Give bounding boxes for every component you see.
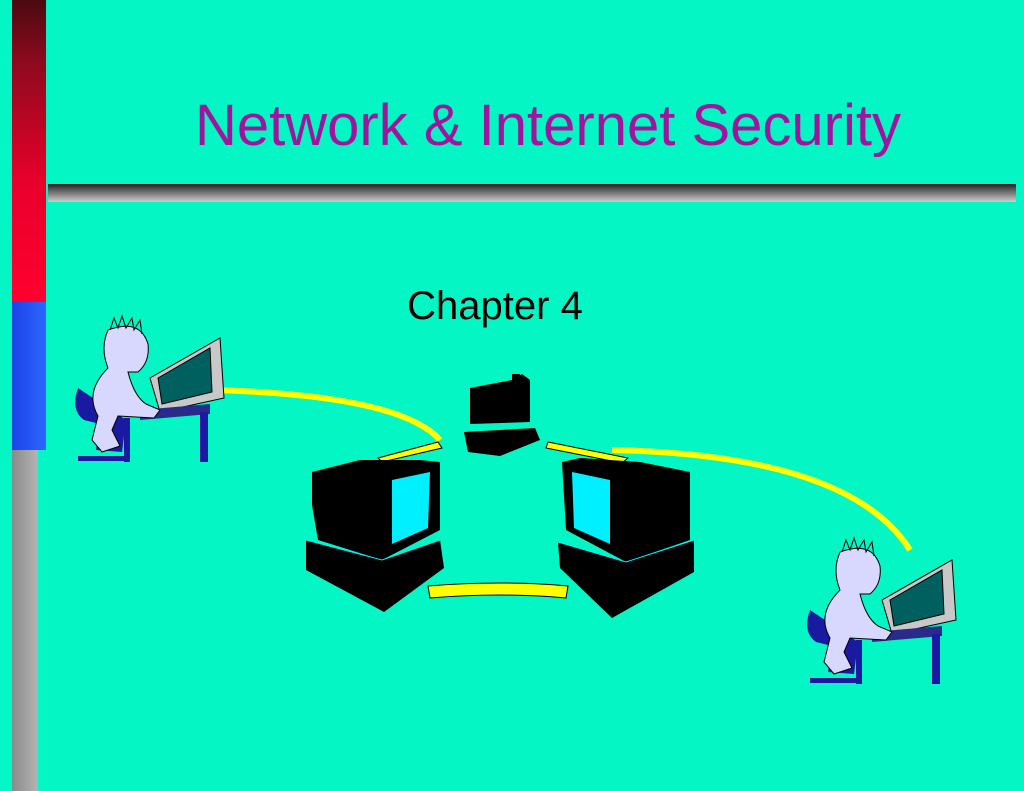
computer-icon [464,374,540,456]
computer-icon [305,460,444,612]
accent-segment-gray [12,450,38,791]
network-cable-icon [211,387,913,599]
user-at-computer-icon [807,536,957,684]
computer-icon [557,458,695,618]
slide-subtitle: Chapter 4 [407,284,583,328]
title-divider [48,184,1016,202]
user-at-computer-icon [75,314,225,462]
accent-segment-red [12,0,46,302]
accent-segment-blue [12,302,46,450]
side-accent-bar [12,0,46,791]
slide-title: Network & Internet Security [195,93,901,158]
